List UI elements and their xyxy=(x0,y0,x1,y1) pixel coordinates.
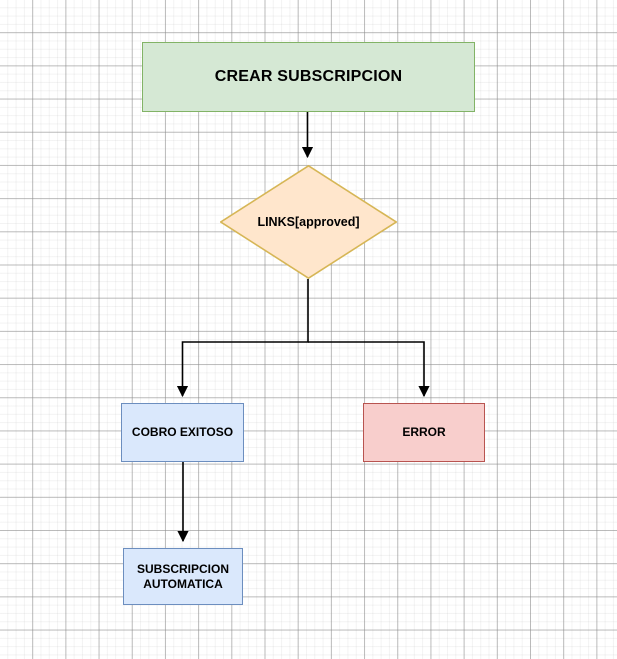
node-cobro-exitoso[interactable]: COBRO EXITOSO xyxy=(121,403,244,462)
node-error[interactable]: ERROR xyxy=(363,403,485,462)
edge-decision-to-success xyxy=(176,279,309,398)
edge-decision-to-error xyxy=(308,341,430,398)
node-subscripcion-automatica[interactable]: SUBSCRIPCION AUTOMATICA xyxy=(123,548,243,605)
node-crear-subscripcion[interactable]: CREAR SUBSCRIPCION xyxy=(142,42,475,112)
node-subscripcion-automatica-label: SUBSCRIPCION AUTOMATICA xyxy=(137,562,229,590)
node-subscripcion-automatica-label-line1: SUBSCRIPCION xyxy=(136,562,229,577)
node-cobro-exitoso-label: COBRO EXITOSO xyxy=(131,425,234,440)
diamond-shape-icon xyxy=(220,165,397,279)
node-error-label: ERROR xyxy=(402,425,446,440)
node-links-approved[interactable]: LINKS[approved] xyxy=(220,165,397,279)
node-links-approved-label: LINKS[approved] xyxy=(257,214,360,229)
node-subscripcion-automatica-label-line2: AUTOMATICA xyxy=(143,576,223,591)
node-crear-subscripcion-label: CREAR SUBSCRIPCION xyxy=(214,67,403,85)
